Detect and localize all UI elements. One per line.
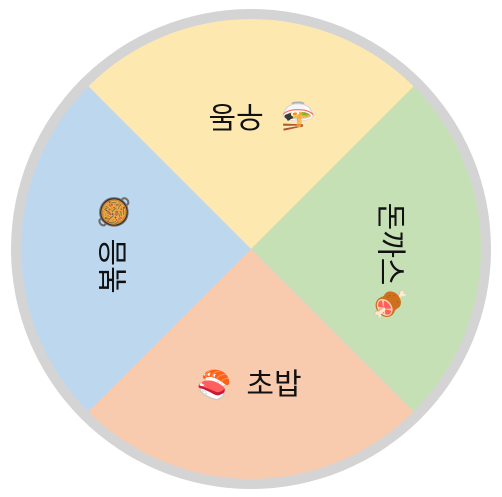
- sushi-icon: 🍣: [197, 368, 232, 402]
- segment-top-label: 우동: [208, 99, 263, 134]
- segment-left-label-group: 볶음 🥘: [97, 194, 132, 293]
- segment-top-label-group: 🍜 우동: [208, 99, 315, 134]
- segment-bottom-label: 초밥: [246, 368, 301, 403]
- paella-pan-icon: 🥘: [97, 194, 131, 229]
- segment-right[interactable]: [251, 86, 481, 412]
- segment-bottom-label-group: 🍣 초밥: [197, 368, 302, 403]
- segment-left[interactable]: [21, 86, 252, 412]
- segment-bottom[interactable]: [88, 249, 414, 479]
- segment-right-label-group: 돈까스 🍖: [373, 203, 408, 322]
- segment-top[interactable]: [88, 19, 414, 250]
- segment-right-label: 돈까스: [373, 203, 408, 286]
- segment-left-label: 볶음: [97, 238, 132, 293]
- noodle-bowl-icon: 🍜: [281, 100, 316, 133]
- meat-on-bone-icon: 🍖: [373, 287, 408, 322]
